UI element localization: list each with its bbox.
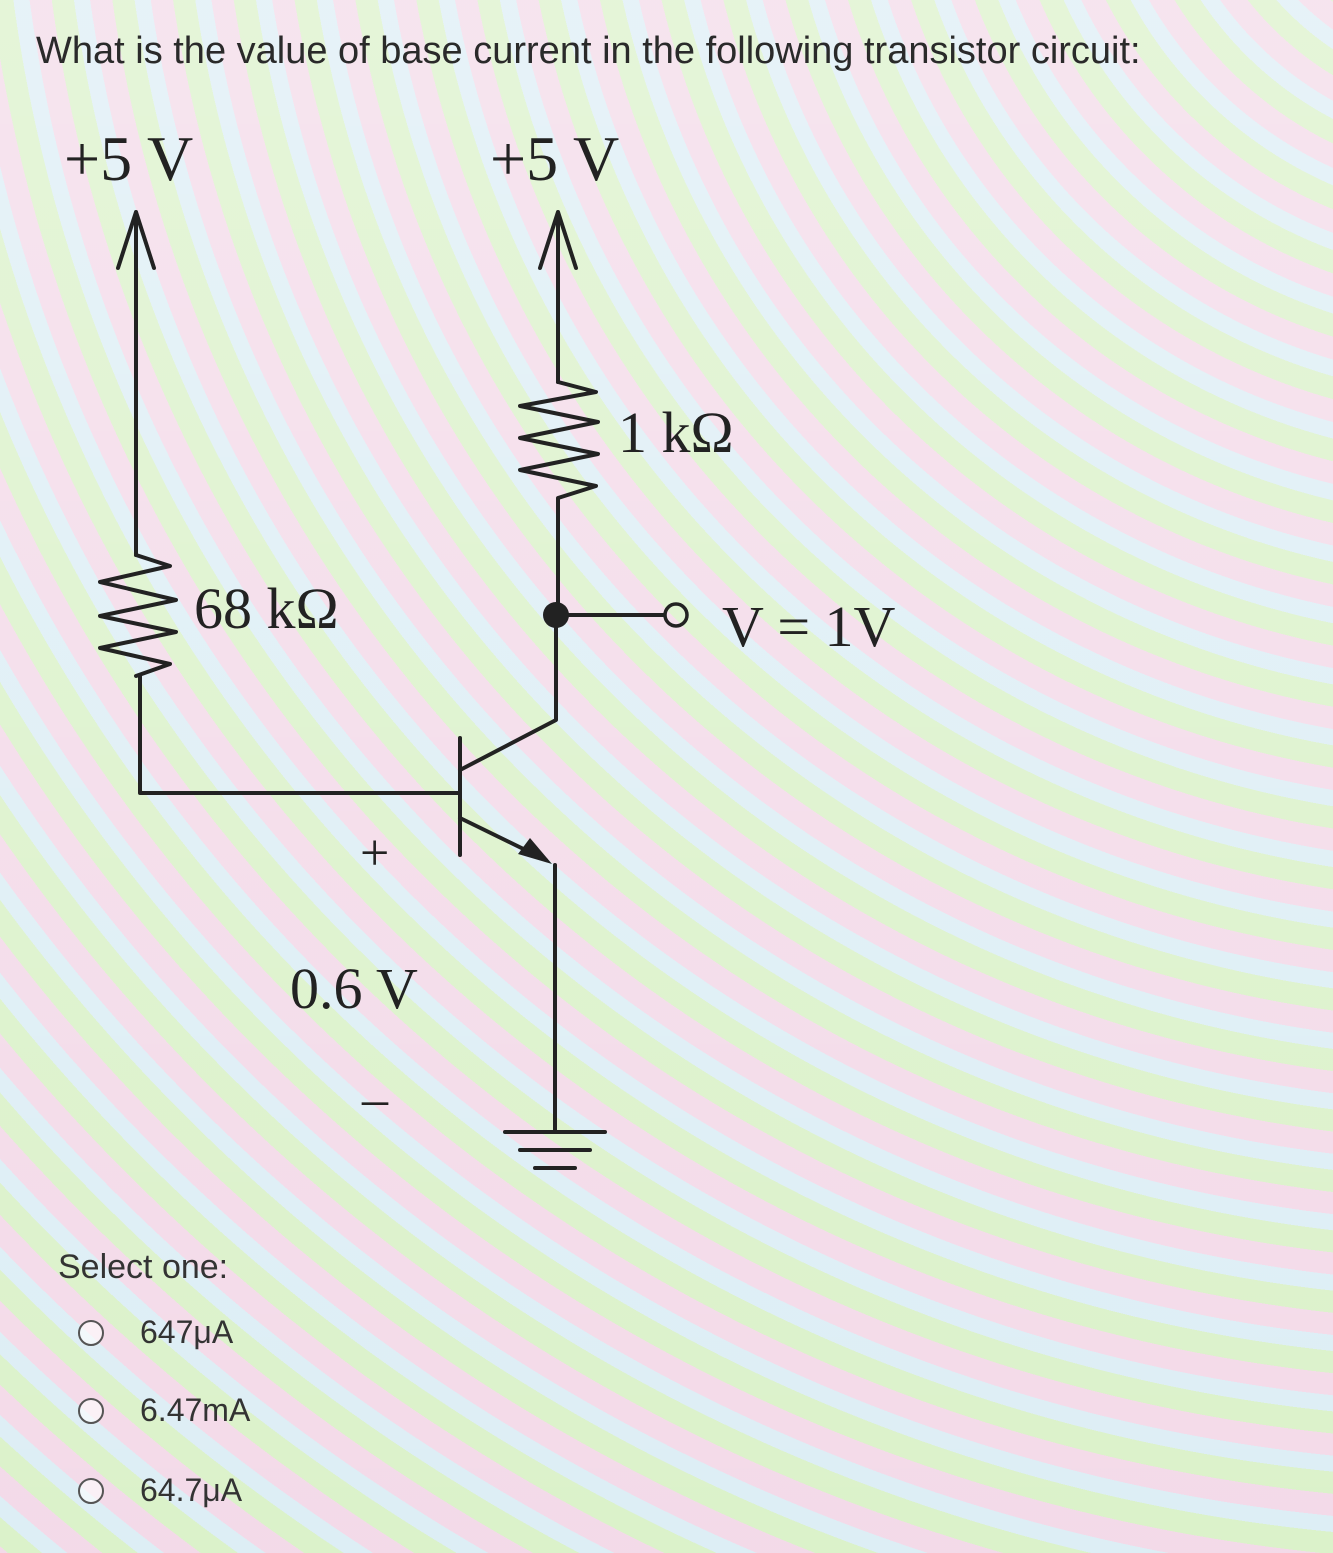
answer-option-2[interactable]: 6.47mA bbox=[78, 1392, 250, 1429]
radio-button-icon[interactable] bbox=[78, 1477, 104, 1504]
radio-button-icon[interactable] bbox=[78, 1319, 104, 1346]
supply-left-label: +5 V bbox=[64, 123, 193, 194]
right-supply-arrow bbox=[538, 210, 578, 384]
base-resistor-label: 68 kΩ bbox=[194, 576, 339, 641]
supply-right-label: +5 V bbox=[490, 123, 619, 194]
answer-option-label: 6.47mA bbox=[140, 1392, 251, 1428]
transistor-circuit-diagram: +5 V +5 V 1 kΩ 68 kΩ V = 1V + 0.6 V – bbox=[64, 123, 896, 1170]
vbe-plus-label: + bbox=[360, 825, 389, 882]
ground-symbol bbox=[503, 1130, 607, 1170]
select-one-prompt: Select one: bbox=[58, 1248, 229, 1286]
emitter-arrowhead bbox=[518, 838, 552, 864]
vbe-value-label: 0.6 V bbox=[290, 956, 418, 1021]
collector-resistor-label: 1 kΩ bbox=[618, 400, 734, 465]
output-voltage-label: V = 1V bbox=[722, 594, 896, 659]
answer-option-label: 64.7μA bbox=[140, 1472, 243, 1508]
left-supply-arrow bbox=[116, 210, 156, 557]
base-resistor-zigzag bbox=[98, 553, 178, 678]
vbe-minus-label: – bbox=[361, 1071, 389, 1128]
radio-button-icon[interactable] bbox=[78, 1397, 104, 1424]
transistor-collector-leg bbox=[458, 613, 558, 772]
answer-option-3[interactable]: 64.7μA bbox=[78, 1472, 242, 1509]
collector-node-dot bbox=[543, 602, 569, 628]
question-text: What is the value of base current in the… bbox=[36, 30, 1141, 72]
base-wire bbox=[138, 674, 460, 795]
answer-option-label: 647μA bbox=[140, 1314, 234, 1350]
answer-option-1[interactable]: 647μA bbox=[78, 1314, 233, 1351]
output-terminal bbox=[663, 602, 689, 628]
collector-resistor-zigzag bbox=[518, 380, 600, 617]
